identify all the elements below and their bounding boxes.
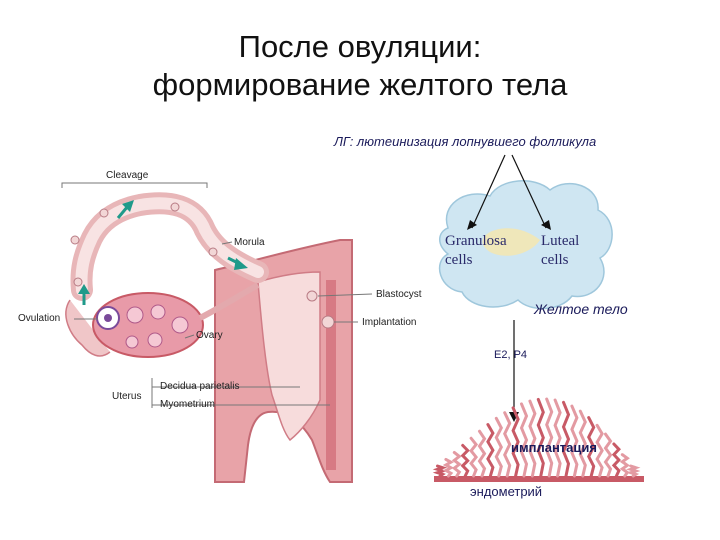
teal-arrowhead <box>78 284 90 294</box>
morula-leader <box>221 241 233 245</box>
lh-label: ЛГ: лютеинизация лопнувшего фолликула <box>334 134 597 149</box>
endometrial-gland <box>442 457 454 478</box>
endometrial-gland <box>595 423 604 478</box>
follicle <box>150 304 166 320</box>
lh-arrowhead-right <box>541 220 551 230</box>
label-cleavage: Cleavage <box>106 170 149 181</box>
corpus-luteum-label: Желтое тело <box>534 301 628 317</box>
endometrial-gland <box>519 402 529 478</box>
endometrial-gland <box>511 406 520 478</box>
blastocyst-leader <box>317 293 373 297</box>
endometrium-label: эндометрий <box>470 484 543 499</box>
luteal-cells-label: Luteal cells <box>541 233 580 268</box>
embryo <box>208 247 218 257</box>
label-morula: Morula <box>234 237 265 248</box>
ovary-leader <box>184 334 195 339</box>
endometrium-illustration <box>432 397 644 482</box>
lh-arrow-right <box>511 154 547 229</box>
endometrial-gland <box>545 397 554 478</box>
endometrial-gland <box>625 464 641 478</box>
endometrial-gland <box>460 443 470 478</box>
myometrium-band <box>326 280 336 470</box>
title-line-1: После овуляции: <box>238 29 482 64</box>
endometrial-gland <box>587 416 596 478</box>
hormones-label: E2, P4 <box>494 349 528 361</box>
embryo <box>70 235 80 245</box>
teal-arrowhead <box>234 258 248 270</box>
blastocyst <box>306 290 318 302</box>
follicle <box>126 306 144 324</box>
endometrial-gland <box>494 416 503 478</box>
fallopian-tube-lumen <box>75 197 264 296</box>
endometrial-gland <box>536 397 545 478</box>
endometrial-gland <box>503 411 512 478</box>
follicle <box>147 332 163 348</box>
endometrial-gland <box>611 442 621 478</box>
teal-arrowhead <box>122 200 134 212</box>
granulosa-cells-label: Granulosa cells <box>445 233 507 268</box>
lh-arrow-left <box>471 154 506 229</box>
endometrial-gland <box>486 423 495 478</box>
ovary <box>92 292 204 358</box>
endometrial-gland <box>553 398 562 478</box>
slide-title: После овуляции: формирование желтого тел… <box>0 28 720 104</box>
endometrial-gland <box>477 429 487 478</box>
label-implantation: Implantation <box>362 317 417 328</box>
cleavage-bracket <box>61 182 208 188</box>
endometrial-gland <box>432 464 448 478</box>
label-decidua: Decidua parietalis <box>160 381 240 392</box>
endometrial-gland <box>578 409 587 478</box>
label-ovulation: Ovulation <box>18 313 61 324</box>
endometrial-gland <box>469 436 479 478</box>
embryo <box>73 277 83 287</box>
lh-arrowhead-left <box>467 220 477 230</box>
luteal-core <box>482 228 540 256</box>
implantation-label: имплантация <box>511 440 597 455</box>
follicle <box>125 335 139 349</box>
implanted-embryo <box>321 315 335 329</box>
endometrial-gland <box>603 432 613 478</box>
label-blastocyst: Blastocyst <box>376 289 422 300</box>
embryo <box>170 202 180 212</box>
label-ovary: Ovary <box>196 330 223 341</box>
embryo <box>99 208 109 218</box>
endometrial-gland <box>561 400 571 478</box>
follicle <box>171 316 189 334</box>
uterine-cavity <box>257 271 321 442</box>
endometrium-base <box>434 476 644 482</box>
ovarian-ligament <box>198 282 260 321</box>
endometrial-gland <box>528 399 537 478</box>
oocyte <box>104 314 112 322</box>
label-uterus: Uterus <box>112 391 142 402</box>
title-line-2: формирование желтого тела <box>152 67 568 102</box>
fimbriae <box>65 299 111 357</box>
endometrial-gland <box>451 450 462 478</box>
endometrial-gland <box>570 404 579 478</box>
label-myometrium: Myometrium <box>160 399 216 410</box>
